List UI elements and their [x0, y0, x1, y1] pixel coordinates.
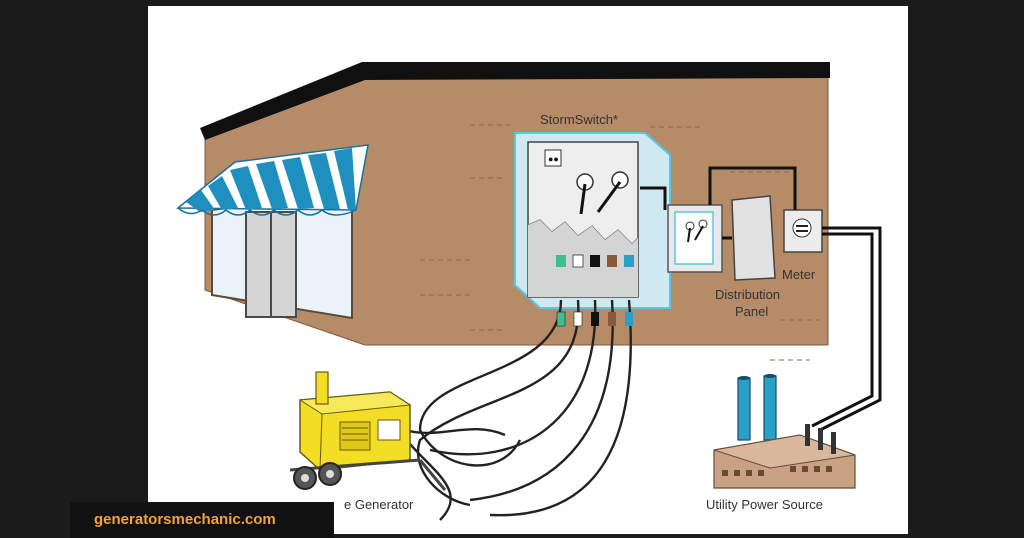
label-storm-switch: StormSwitch*: [540, 112, 619, 127]
switch-callout: ●●: [514, 132, 671, 309]
portable-generator: [289, 371, 447, 491]
utility-power-plant: [713, 374, 856, 489]
meter: [783, 209, 823, 253]
label-panel: Panel: [735, 304, 769, 319]
awning: [175, 144, 369, 216]
generator-cables: [404, 299, 632, 521]
distribution-panel: [667, 195, 776, 281]
smokestack-right: [763, 375, 777, 441]
label-generator: e Generator: [344, 497, 414, 512]
label-utility: Utility Power Source: [706, 497, 824, 512]
building-roof: [200, 62, 830, 140]
distribution-cabinet: [731, 195, 776, 281]
switch-lever-left: [579, 183, 587, 215]
svg-text:●●: ●●: [548, 154, 559, 164]
insulators: [805, 424, 836, 454]
brick-lines: [420, 124, 820, 361]
switch-dial-right: [611, 171, 629, 189]
cable-plugs: [556, 311, 633, 327]
switch-logo: [544, 149, 562, 167]
connector-row: [556, 254, 634, 268]
service-wires: [640, 166, 882, 432]
generator-exhaust: [315, 371, 329, 405]
smokestack-left: [737, 377, 751, 441]
watermark: generatorsmechanic.com: [70, 502, 334, 538]
label-meter: Meter: [782, 267, 816, 282]
label-distribution: Distribution: [715, 287, 781, 302]
switch-lever-right: [596, 181, 622, 213]
